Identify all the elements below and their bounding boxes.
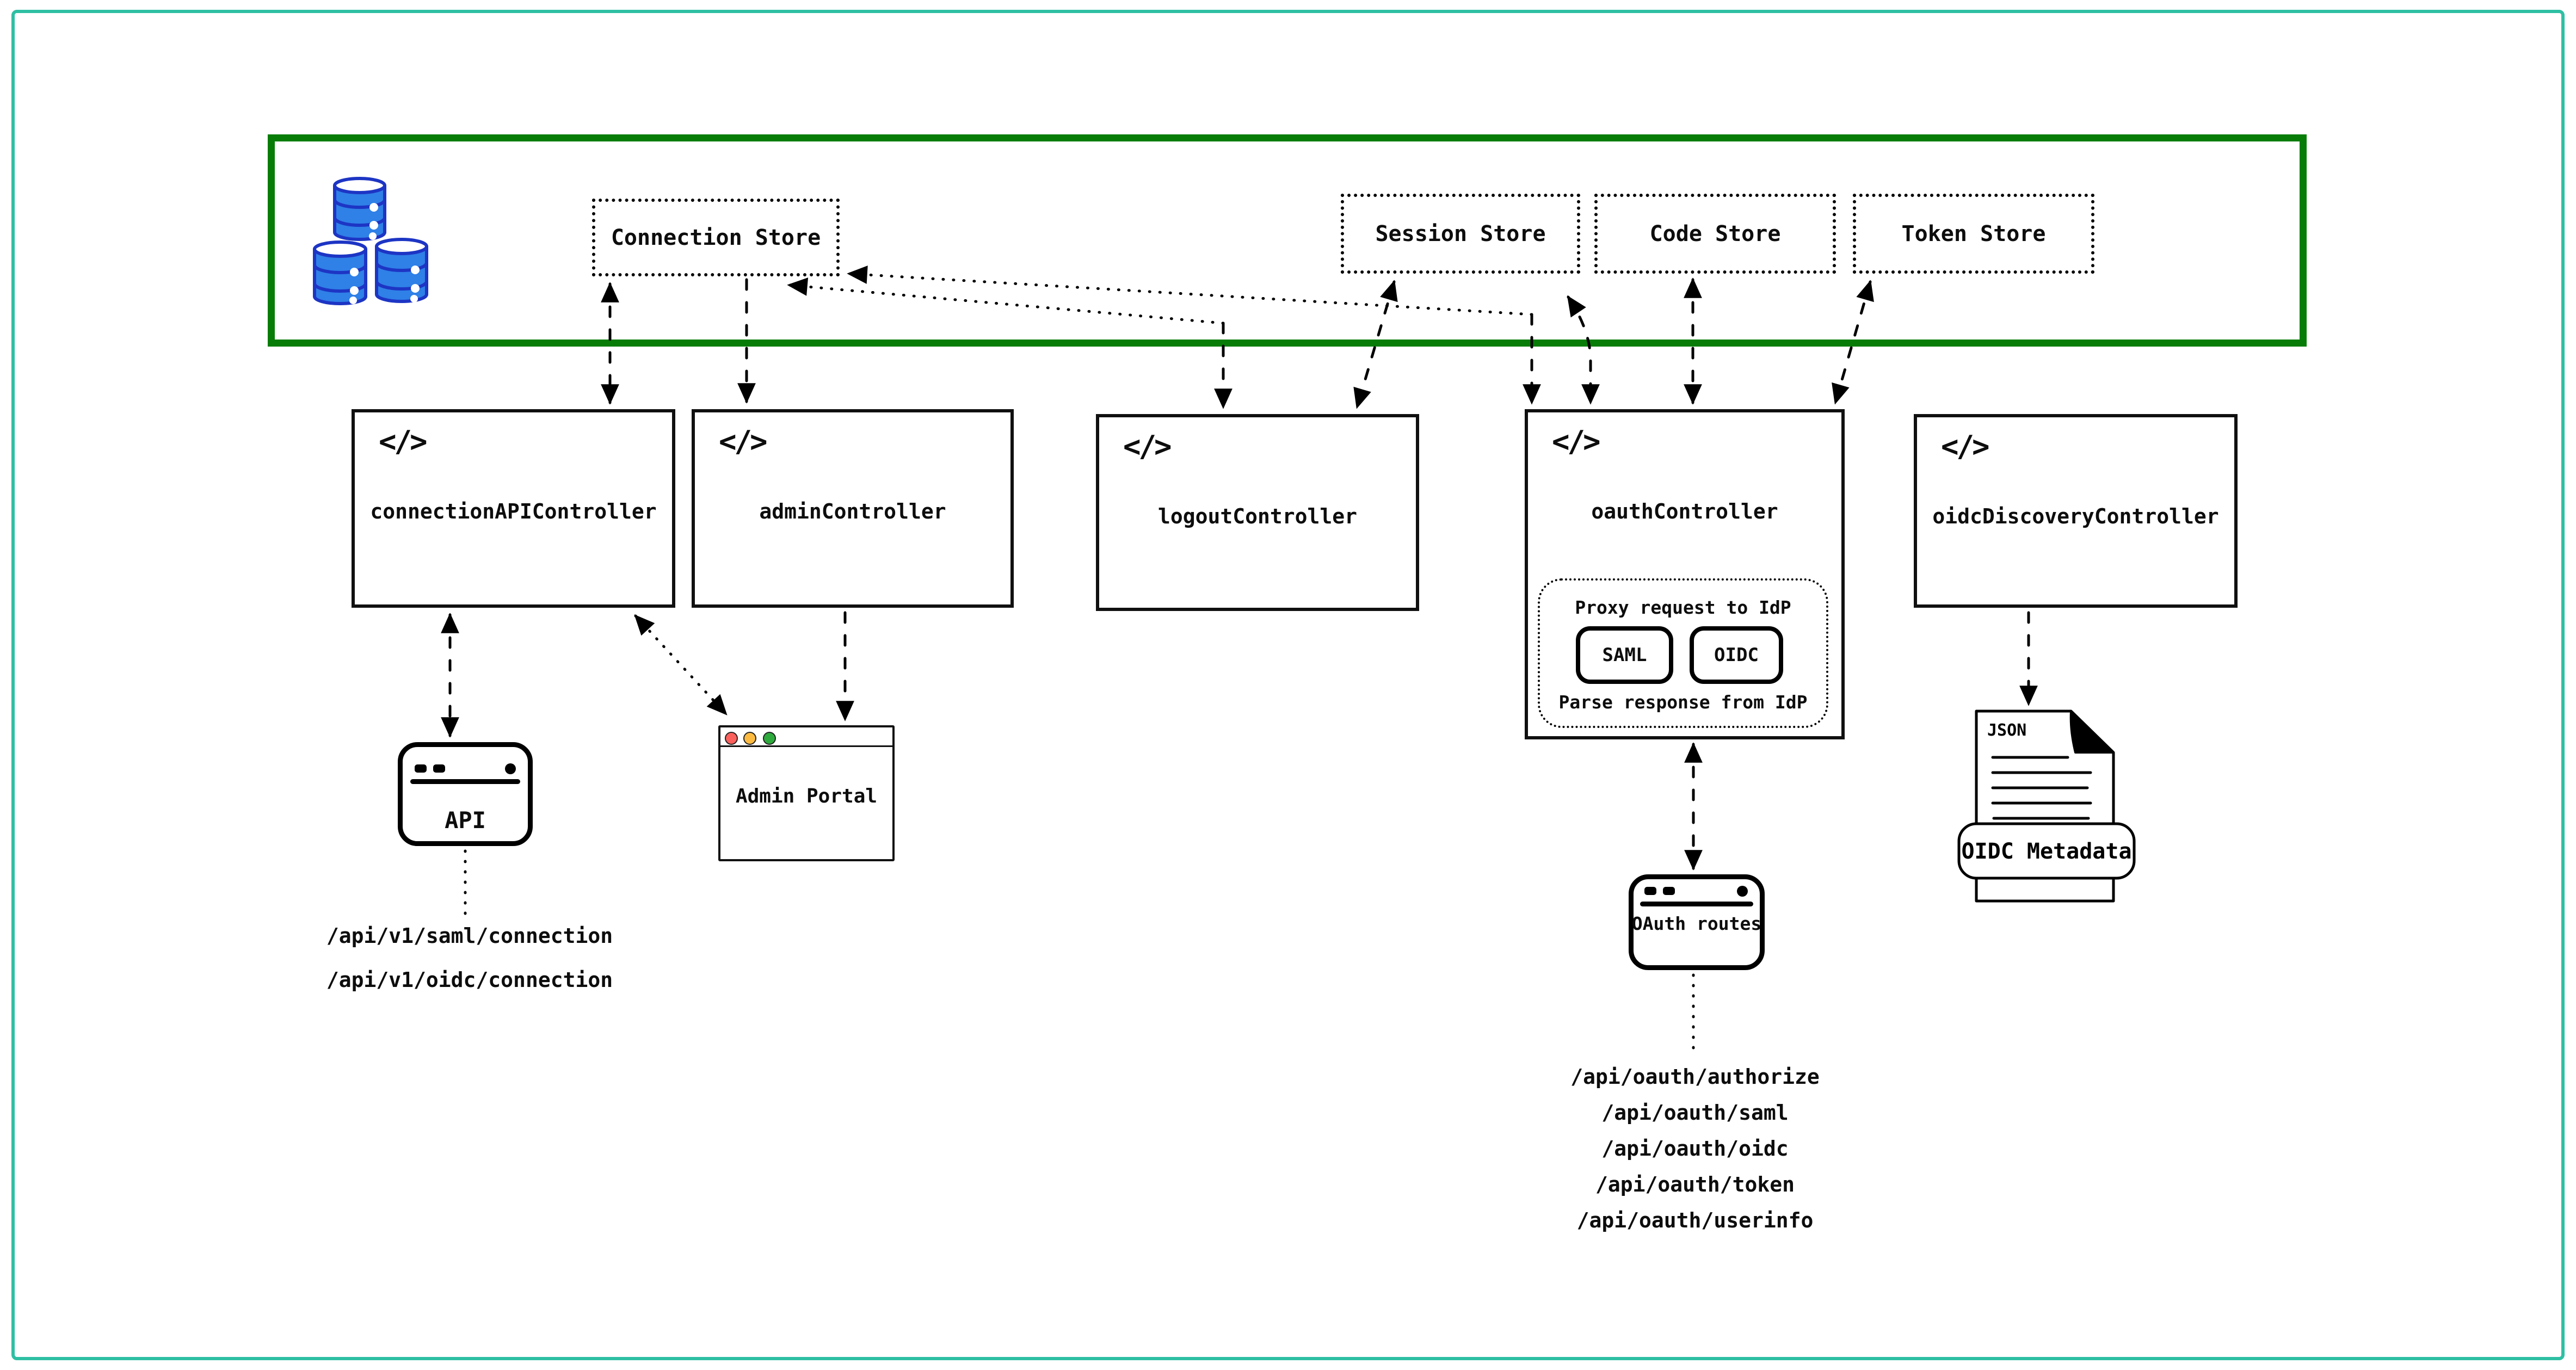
logout-controller-label: logoutController <box>1157 504 1358 528</box>
node-oidc-discovery-controller: </> oidcDiscoveryController <box>1914 414 2238 608</box>
oauth-route-text: /api/oauth/token <box>1595 1172 1795 1196</box>
node-session-store: Session Store <box>1341 194 1580 274</box>
window-control-icon <box>1644 887 1656 895</box>
node-logout-controller: </> logoutController <box>1096 414 1419 611</box>
window-control-icon <box>415 764 427 773</box>
window-control-icon <box>505 763 516 774</box>
window-control-icon <box>1663 887 1675 895</box>
api-route-text: /api/v1/oidc/connection <box>326 968 613 992</box>
oauth-route-text: /api/oauth/saml <box>1601 1101 1789 1125</box>
api-window-label: API <box>445 807 486 834</box>
token-store-label: Token Store <box>1901 221 2046 246</box>
code-store-label: Code Store <box>1649 221 1781 246</box>
window-titlebar-divider <box>410 779 520 784</box>
oidc-discovery-controller-label: oidcDiscoveryController <box>1932 504 2219 528</box>
saml-badge-label: SAML <box>1602 644 1647 666</box>
oidc-badge-label: OIDC <box>1714 644 1759 666</box>
code-icon: </> <box>1941 429 1990 464</box>
oidc-badge: OIDC <box>1690 626 1783 684</box>
node-connection-store: Connection Store <box>592 199 840 276</box>
code-icon: </> <box>719 424 768 459</box>
node-oauth-controller: </> oauthController Proxy request to IdP… <box>1525 409 1845 739</box>
window-titlebar-divider <box>1640 902 1753 906</box>
parse-response-label: Parse response from IdP <box>1558 692 1808 713</box>
node-admin-controller: </> adminController <box>692 409 1014 608</box>
window-control-icon <box>1737 886 1748 897</box>
idp-proxy-group: Proxy request to IdP SAML OIDC Parse res… <box>1538 578 1828 728</box>
admin-controller-label: adminController <box>759 499 946 523</box>
code-icon: </> <box>1552 424 1601 459</box>
maximize-icon <box>763 732 776 745</box>
close-icon <box>725 732 738 745</box>
admin-portal-label: Admin Portal <box>735 785 878 807</box>
oauth-route-text: /api/oauth/userinfo <box>1576 1208 1814 1232</box>
minimize-icon <box>743 732 756 745</box>
api-route-text: /api/v1/saml/connection <box>326 924 613 948</box>
code-icon: </> <box>379 424 428 459</box>
code-icon: </> <box>1123 429 1172 464</box>
oauth-route-text: /api/oauth/oidc <box>1601 1137 1789 1161</box>
window-control-icon <box>433 764 445 773</box>
node-token-store: Token Store <box>1853 194 2094 274</box>
node-code-store: Code Store <box>1594 194 1836 274</box>
oauth-controller-label: oauthController <box>1591 499 1778 523</box>
connection-store-label: Connection Store <box>611 225 821 250</box>
proxy-request-label: Proxy request to IdP <box>1575 597 1791 618</box>
saml-badge: SAML <box>1576 626 1673 684</box>
oauth-routes-window-label: OAuth routes <box>1631 913 1762 934</box>
admin-portal-window: Admin Portal <box>718 725 895 861</box>
oauth-route-text: /api/oauth/authorize <box>1570 1065 1820 1089</box>
connection-api-controller-label: connectionAPIController <box>370 499 657 523</box>
oauth-routes-window: OAuth routes <box>1629 874 1765 970</box>
page-border <box>11 10 2565 1360</box>
api-window: API <box>398 742 533 846</box>
session-store-label: Session Store <box>1375 221 1546 246</box>
window-titlebar-divider <box>720 745 893 747</box>
node-connection-api-controller: </> connectionAPIController <box>352 409 675 608</box>
